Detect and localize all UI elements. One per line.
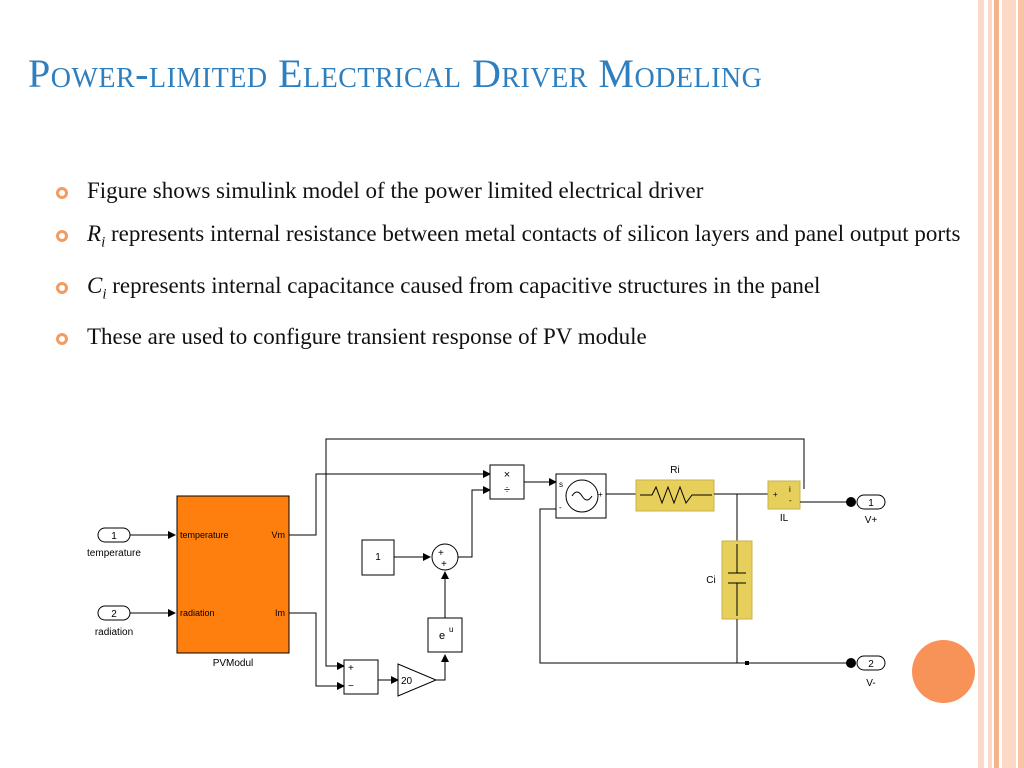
bullet-text: Figure shows simulink model of the power… bbox=[87, 178, 704, 203]
svg-text:1: 1 bbox=[111, 531, 117, 542]
svg-text:×: × bbox=[504, 469, 510, 481]
bullet-item: Figure shows simulink model of the power… bbox=[56, 174, 961, 208]
svg-text:Vm: Vm bbox=[272, 530, 286, 540]
svg-text:2: 2 bbox=[868, 659, 874, 670]
svg-text:PVModul: PVModul bbox=[213, 658, 254, 669]
svg-text:radiation: radiation bbox=[95, 627, 133, 638]
resistance-symbol: Ri bbox=[87, 221, 106, 251]
gain-block: 20 bbox=[397, 663, 438, 697]
svg-text:+: + bbox=[773, 490, 778, 499]
svg-text:u: u bbox=[449, 625, 453, 634]
svg-text:-: - bbox=[789, 496, 792, 505]
decorative-stripes bbox=[978, 0, 1024, 768]
svg-text:temperature: temperature bbox=[180, 530, 229, 540]
svg-text:i: i bbox=[789, 485, 791, 494]
svg-text:-: - bbox=[559, 503, 562, 512]
svg-text:V+: V+ bbox=[865, 515, 878, 526]
svg-text:1: 1 bbox=[868, 498, 874, 509]
inport-temperature: 1 temperature bbox=[87, 527, 141, 559]
bullet-ring-icon bbox=[56, 281, 68, 294]
bullet-text: These are used to configure transient re… bbox=[87, 324, 647, 350]
svg-text:s: s bbox=[559, 480, 563, 489]
svg-text:−: − bbox=[348, 681, 354, 692]
bullet-text: represents internal capacitance caused f… bbox=[106, 272, 821, 298]
pv-module-block: temperature radiation Vm Im PVModul bbox=[176, 495, 290, 669]
svg-text:+: + bbox=[598, 490, 603, 499]
inport-radiation: 2 radiation bbox=[95, 605, 133, 638]
svg-text:e: e bbox=[439, 630, 445, 642]
capacitance-symbol: Ci bbox=[87, 272, 107, 303]
decorative-circle bbox=[912, 640, 975, 703]
svg-text:+: + bbox=[438, 548, 444, 559]
current-measurement-il: + i - IL bbox=[767, 480, 801, 524]
svg-text:2: 2 bbox=[111, 609, 117, 620]
svg-text:Im: Im bbox=[275, 608, 285, 618]
svg-text:IL: IL bbox=[780, 513, 789, 524]
svg-text:temperature: temperature bbox=[87, 548, 141, 559]
product-block: × ÷ bbox=[489, 464, 525, 500]
constant-block: 1 bbox=[361, 539, 395, 576]
svg-text:÷: ÷ bbox=[504, 484, 510, 496]
svg-text:1: 1 bbox=[375, 552, 381, 563]
svg-text:+: + bbox=[441, 559, 447, 570]
svg-text:Ci: Ci bbox=[706, 575, 715, 586]
bullet-ring-icon bbox=[56, 187, 68, 199]
outport-v-minus: 2 V- bbox=[846, 655, 886, 689]
bullet-text: represents internal resistance between m… bbox=[105, 221, 961, 246]
outport-v-plus: 1 V+ bbox=[846, 494, 886, 526]
capacitor-ci: Ci bbox=[706, 540, 753, 620]
svg-text:+: + bbox=[348, 663, 354, 674]
bullet-item: Ri represents internal resistance betwee… bbox=[56, 217, 961, 260]
svg-text:V-: V- bbox=[866, 678, 875, 689]
slide-title: Power-limited Electrical Driver Modeling bbox=[28, 51, 763, 96]
exp-block: e u bbox=[427, 617, 463, 653]
svg-text:radiation: radiation bbox=[180, 608, 215, 618]
svg-text:Ri: Ri bbox=[670, 465, 679, 476]
bullet-list: Figure shows simulink model of the power… bbox=[56, 174, 961, 363]
resistor-ri: Ri bbox=[635, 465, 715, 512]
bullet-ring-icon bbox=[56, 333, 68, 346]
bullet-ring-icon bbox=[56, 230, 68, 242]
subtract-block: + − bbox=[343, 659, 379, 695]
controlled-voltage-source: s - + bbox=[555, 473, 607, 519]
svg-text:20: 20 bbox=[401, 676, 413, 687]
sum-block: + + bbox=[431, 543, 459, 571]
bullet-item: Ci represents internal capacitance cause… bbox=[56, 269, 961, 312]
bullet-item: These are used to configure transient re… bbox=[56, 320, 961, 354]
